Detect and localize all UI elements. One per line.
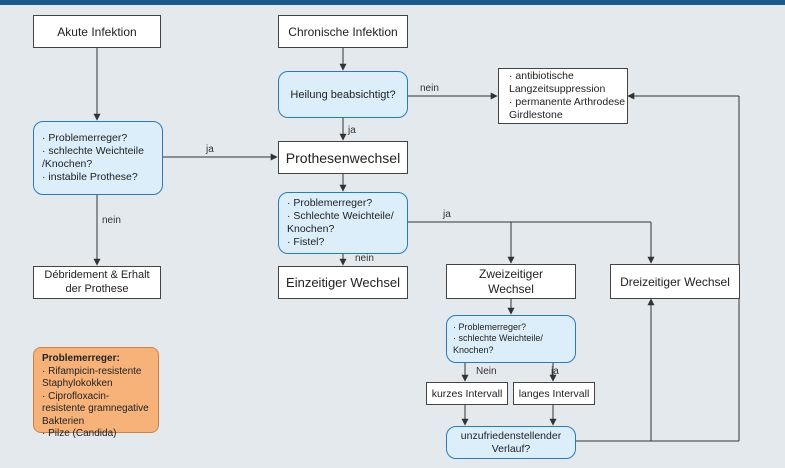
- debridement-node: Débridement & Erhalt der Prothese: [33, 266, 161, 299]
- one-stage-node: Einzeitiger Wechsel: [278, 266, 408, 299]
- exchange-question-item: · Schlechte Weichteile/ Knochen?: [287, 209, 394, 235]
- debridement-label: Débridement & Erhalt der Prothese: [44, 268, 150, 295]
- unsatisfactory-node: unzufriedenstellender Verlauf?: [446, 426, 576, 459]
- suppression-node: · antibiotische Langzeitsuppression · pe…: [498, 68, 628, 124]
- acute-infection-node: Akute Infektion: [33, 15, 161, 48]
- suppression-item: · permanente Arthrodese Girdlestone: [509, 96, 626, 122]
- two-stage-question-item: · schlechte Weichteile/ Knochen?: [453, 333, 543, 355]
- header-bar: [0, 0, 785, 5]
- three-stage-label: Dreizeitiger Wechsel: [620, 274, 730, 289]
- cure-question-label: Heilung beabsichtigt?: [290, 88, 396, 101]
- edge-label-nein: nein: [420, 83, 439, 94]
- suppression-item: · antibiotische Langzeitsuppression: [509, 69, 606, 95]
- acute-question-item: · instabile Prothese?: [42, 171, 138, 184]
- acute-question-item: · schlechte Weichteile /Knochen?: [42, 144, 144, 170]
- edge-label-ja: ja: [206, 144, 214, 155]
- exchange-question-node: · Problemerreger? · Schlechte Weichteile…: [278, 192, 408, 254]
- prosthesis-exchange-node: Prothesenwechsel: [278, 141, 408, 174]
- two-stage-question-node: · Problemerreger? · schlechte Weichteile…: [446, 315, 576, 363]
- long-interval-label: langes Intervall: [518, 387, 590, 400]
- prosthesis-exchange-label: Prothesenwechsel: [285, 149, 401, 166]
- legend-item: · Ciprofloxacin-resistente gramnegative …: [42, 390, 149, 427]
- unsatisfactory-label: unzufriedenstellender Verlauf?: [460, 429, 562, 455]
- two-stage-node: Zweizeitiger Wechsel: [446, 264, 576, 299]
- edge-label-ja: ja: [443, 209, 451, 220]
- acute-question-node: · Problemerreger? · schlechte Weichteile…: [33, 121, 163, 195]
- two-stage-question-item: · Problemerreger?: [453, 322, 527, 333]
- legend-item: · Pilze (Candida): [42, 428, 117, 439]
- edge-label-ja: ja: [551, 366, 559, 377]
- acute-infection-label: Akute Infektion: [57, 24, 137, 39]
- chronic-infection-node: Chronische Infektion: [278, 15, 408, 48]
- problem-pathogens-legend: Problemerreger: · Rifampicin-resistente …: [33, 347, 159, 439]
- short-interval-label: kurzes Intervall: [431, 387, 503, 400]
- exchange-question-item: · Fistel?: [287, 236, 325, 249]
- edge-label-nein: nein: [102, 215, 121, 226]
- chronic-infection-label: Chronische Infektion: [288, 24, 398, 39]
- long-interval-node: langes Intervall: [513, 382, 595, 405]
- edge-label-nein: nein: [355, 253, 374, 264]
- three-stage-node: Dreizeitiger Wechsel: [610, 264, 740, 299]
- edge-label-nein: Nein: [476, 366, 497, 377]
- exchange-question-item: · Problemerreger?: [287, 196, 373, 209]
- legend-item: · Rifampicin-resistente Staphylokokken: [42, 365, 142, 390]
- two-stage-label: Zweizeitiger Wechsel: [478, 267, 544, 296]
- edge-label-ja: ja: [348, 125, 356, 136]
- cure-question-node: Heilung beabsichtigt?: [278, 71, 408, 118]
- legend-title: Problemerreger:: [42, 353, 120, 364]
- one-stage-label: Einzeitiger Wechsel: [286, 275, 400, 290]
- short-interval-node: kurzes Intervall: [426, 382, 508, 405]
- acute-question-item: · Problemerreger?: [42, 131, 128, 144]
